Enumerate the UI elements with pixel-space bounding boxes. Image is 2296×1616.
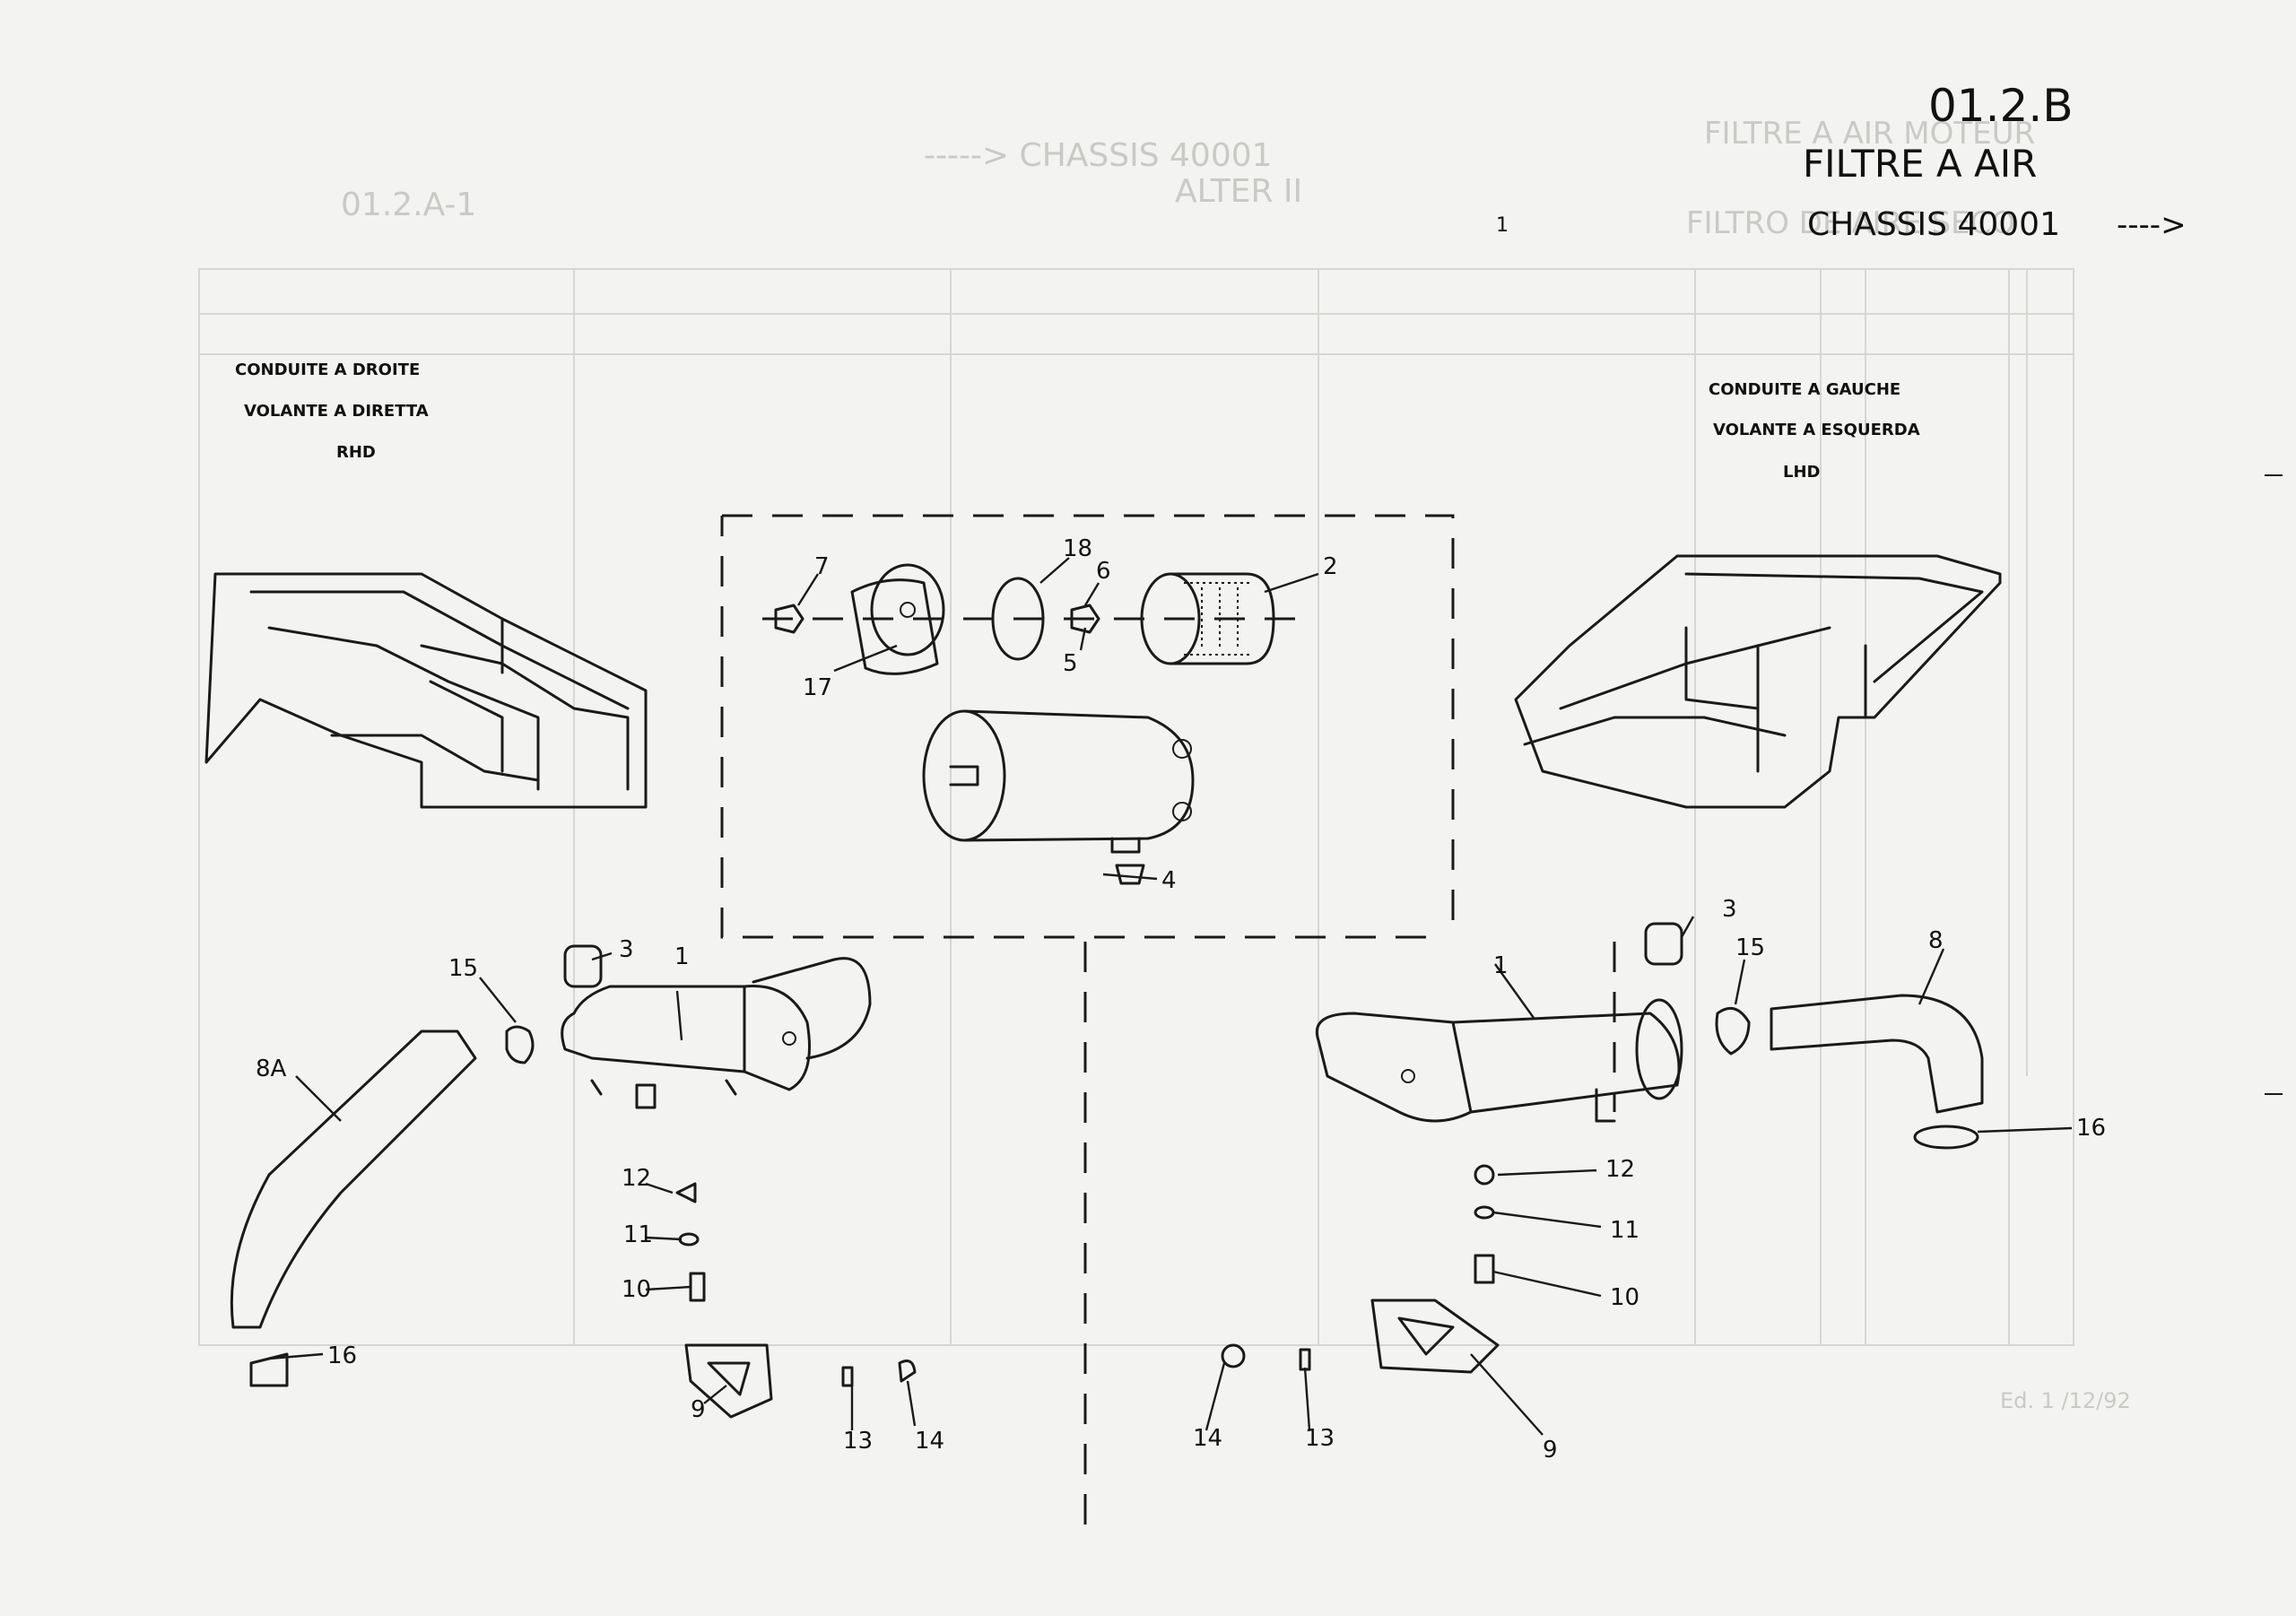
rhd-chassis-frame: [204, 572, 648, 809]
svg-text:VOLANTE A DIRETTA: VOLANTE A DIRETTA: [244, 402, 429, 421]
washer-nut-6: [1070, 604, 1100, 634]
svg-text:CONDUITE A GAUCHE: CONDUITE A GAUCHE: [1709, 380, 1900, 399]
lhd-mount-bracket: [1370, 1299, 1500, 1374]
callout-12-rhd: 12: [622, 1165, 651, 1192]
callout-13-rhd: 13: [843, 1428, 873, 1455]
cover-gasket: [991, 577, 1045, 661]
callout-1-lhd: 1: [1493, 952, 1509, 979]
ghost-title4: FILTRO DE AIRE SECO: [1686, 205, 2015, 241]
ghost-alter: ALTER II: [1175, 173, 1302, 210]
diagram-title: FILTRE A AIR: [1803, 142, 2037, 186]
callout-17: 17: [803, 674, 832, 701]
callout-16-lhd: 16: [2076, 1115, 2106, 1142]
lhd-rubber-mount-hardware: [1221, 1164, 1495, 1371]
bleed-through-header: 01.2.A-1 -----> CHASSIS 40001 ALTER II F…: [341, 116, 2131, 1413]
callout-12-lhd: 12: [1605, 1156, 1635, 1183]
callout-4: 4: [1161, 867, 1177, 894]
svg-text:CONDUITE A DROITE: CONDUITE A DROITE: [235, 361, 420, 379]
callout-10-lhd: 10: [1610, 1284, 1639, 1311]
callout-5: 5: [1063, 650, 1078, 677]
svg-text:VOLANTE A ESQUERDA: VOLANTE A ESQUERDA: [1713, 421, 1920, 439]
callout-6: 6: [1096, 558, 1111, 585]
callout-3-rhd: 3: [619, 936, 634, 963]
callout-9-lhd: 9: [1543, 1437, 1558, 1464]
sheet-reference: 01.2.B: [1928, 80, 2074, 132]
callout-11-lhd: 11: [1610, 1217, 1639, 1244]
rhd-filter-assembly: [561, 944, 872, 1109]
drain-valve: [1115, 864, 1145, 885]
callout-8-lhd: 8: [1928, 927, 1944, 954]
callout-16-rhd: 16: [327, 1342, 357, 1369]
callout-1-rhd: 1: [674, 943, 690, 970]
filter-housing: [922, 709, 1195, 854]
svg-text:RHD: RHD: [336, 443, 376, 462]
callout-15-rhd: 15: [448, 955, 478, 982]
callout-2: 2: [1323, 553, 1338, 580]
wing-nut: [774, 604, 804, 634]
page-mark: 1: [1496, 214, 1509, 237]
leader-lines: [268, 557, 2073, 1436]
rhd-mount-bracket: [684, 1343, 773, 1419]
callout-14-rhd: 14: [915, 1428, 944, 1455]
lhd-intake-hose: [1770, 994, 1984, 1114]
callout-10-rhd: 10: [622, 1276, 651, 1303]
callout-9-rhd: 9: [691, 1396, 706, 1423]
rhd-intake-hose: [230, 1030, 477, 1329]
callout-7: 7: [814, 553, 830, 580]
callout-14-lhd: 14: [1193, 1425, 1222, 1452]
lhd-chassis-frame: [1514, 554, 2002, 809]
chassis-arrow: ---->: [2117, 207, 2187, 243]
ghost-ref: 01.2.A-1: [341, 187, 476, 223]
callout-3-lhd: 3: [1722, 896, 1737, 923]
ghost-footer: Ed. 1 /12/92: [2000, 1388, 2131, 1413]
ghost-chassis: -----> CHASSIS 40001: [924, 137, 1273, 174]
exploded-view-boundary: [720, 514, 1455, 939]
filter-cover: [850, 563, 945, 675]
lhd-clamp: [1715, 1006, 1751, 1056]
callout-8a: 8A: [256, 1056, 287, 1082]
callout-15-lhd: 15: [1735, 934, 1765, 961]
callout-18: 18: [1063, 535, 1092, 562]
rhd-clamp: [505, 1025, 535, 1064]
lhd-filter-assembly: [1316, 922, 1683, 1123]
callout-11-rhd: 11: [623, 1221, 653, 1248]
callout-13-lhd: 13: [1305, 1425, 1335, 1452]
chassis-label: CHASSIS 40001: [1807, 206, 2060, 243]
lhd-hose-clamp: [1913, 1125, 1979, 1150]
bleed-through-table: [198, 268, 2074, 1346]
ghost-title2: FILTRE A AIR MOTEUR: [1704, 116, 2035, 152]
rhd-label: CONDUITE A DROITE VOLANTE A DIRETTA RHD: [235, 361, 429, 462]
primary-filter-element: [1140, 572, 1275, 665]
lhd-label: CONDUITE A GAUCHE VOLANTE A ESQUERDA LHD: [1709, 380, 1920, 482]
callout-labels: 2 4 5 6 7 18 17 3 15 1 8A 16 12 11 10 9 …: [256, 535, 2106, 1464]
svg-text:LHD: LHD: [1783, 463, 1820, 482]
